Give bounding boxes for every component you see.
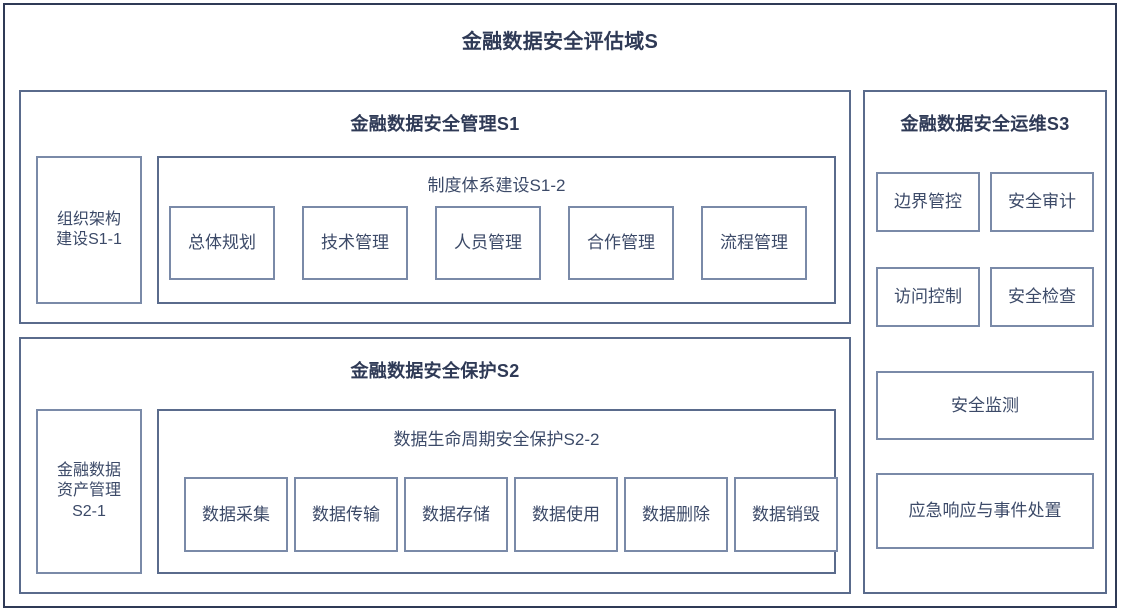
box-boundary-control: 边界管控 (876, 172, 980, 232)
box-data-transmission: 数据传输 (294, 477, 398, 552)
outer-frame: 金融数据安全评估域S 金融数据安全管理S1 组织架构 建设S1-1 制度体系建设… (3, 3, 1117, 608)
box-data-deletion: 数据删除 (624, 477, 728, 552)
subgroup-s2-2-title: 数据生命周期安全保护S2-2 (393, 430, 600, 449)
page-title: 金融数据安全评估域S (461, 31, 659, 53)
box-personnel-management: 人员管理 (435, 206, 541, 280)
panel-s2: 金融数据安全保护S2 金融数据 资产管理 S2-1 数据生命周期安全保护S2-2… (19, 337, 851, 594)
panel-s1: 金融数据安全管理S1 组织架构 建设S1-1 制度体系建设S1-2 总体规划 技… (19, 90, 851, 324)
box-security-inspection: 安全检查 (990, 267, 1094, 327)
subgroup-s2-2: 数据生命周期安全保护S2-2 数据采集 数据传输 数据存储 数据使用 数据删除 … (157, 409, 838, 574)
box-access-control: 访问控制 (876, 267, 980, 327)
box-data-usage: 数据使用 (514, 477, 618, 552)
box-overall-planning: 总体规划 (169, 206, 275, 280)
subgroup-s1-2: 制度体系建设S1-2 总体规划 技术管理 人员管理 合作管理 流程管理 (157, 156, 836, 304)
box-cooperation-management: 合作管理 (568, 206, 674, 280)
box-financial-data-asset-management-s2-1: 金融数据 资产管理 S2-1 (36, 409, 142, 574)
panel-s3: 金融数据安全运维S3 边界管控 安全审计 访问控制 安全检查 安全监测 应急响应… (863, 90, 1107, 594)
box-data-destruction: 数据销毁 (734, 477, 838, 552)
box-data-collection: 数据采集 (184, 477, 288, 552)
box-security-audit: 安全审计 (990, 172, 1094, 232)
box-emergency-response-and-incident-handling: 应急响应与事件处置 (876, 473, 1094, 549)
box-organization-structure-s1-1: 组织架构 建设S1-1 (36, 156, 142, 304)
panel-s3-title: 金融数据安全运维S3 (900, 114, 1070, 134)
panel-s2-title: 金融数据安全保护S2 (350, 361, 520, 381)
box-data-storage: 数据存储 (404, 477, 508, 552)
box-security-monitoring: 安全监测 (876, 371, 1094, 440)
box-process-management: 流程管理 (701, 206, 807, 280)
panel-s1-title: 金融数据安全管理S1 (350, 114, 520, 134)
subgroup-s1-2-title: 制度体系建设S1-2 (427, 176, 566, 195)
box-technical-management: 技术管理 (302, 206, 408, 280)
